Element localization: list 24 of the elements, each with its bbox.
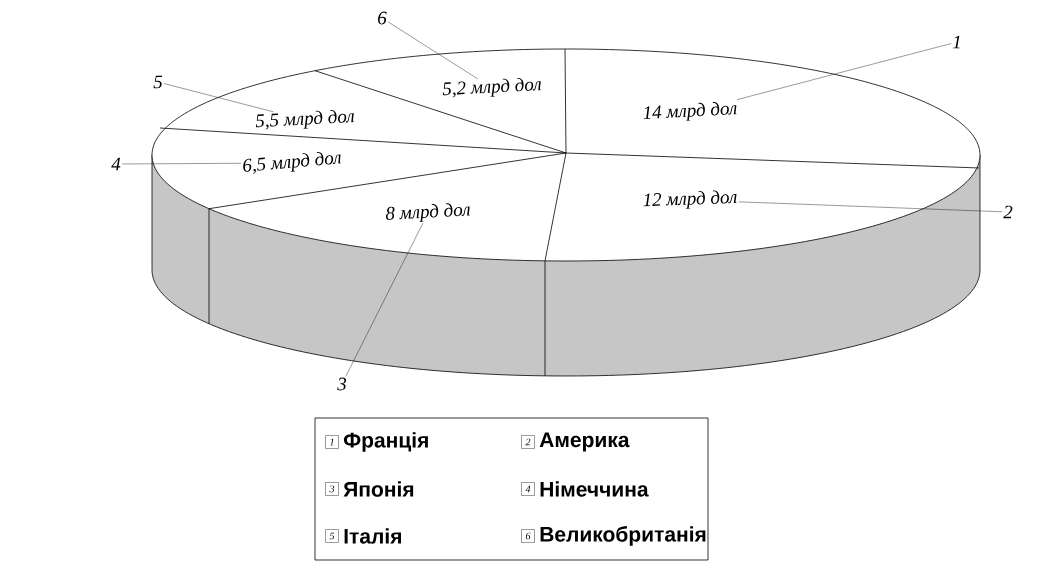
legend-label: Японія	[343, 481, 414, 497]
callout-number: 2	[1003, 205, 1013, 219]
legend-label: Німеччина	[540, 481, 649, 497]
legend-label: Америка	[539, 432, 630, 452]
slice-value: 12 млрд дол	[643, 190, 737, 209]
leader-line	[121, 163, 242, 165]
callout-number: 3	[337, 377, 347, 391]
callout-number: 4	[111, 157, 121, 171]
slice-value: 5,5 млрд дол	[255, 110, 354, 130]
slice-value: 6,5 млрд дол	[243, 152, 341, 174]
legend-label: Франція	[343, 432, 428, 452]
leader-line	[345, 222, 424, 377]
slice-value: 5,2 млрд дол	[442, 78, 541, 98]
callout-number: 5	[153, 75, 163, 89]
leader-line	[736, 43, 952, 100]
leader-line	[163, 83, 274, 113]
legend-label: Великобританія	[540, 526, 706, 546]
legend-label: Італія	[344, 528, 401, 544]
leader-line	[738, 201, 1003, 212]
slice-value: 8 млрд дол	[385, 203, 470, 223]
slice-value: 14 млрд дол	[643, 102, 737, 121]
callout-number: 6	[378, 11, 387, 25]
leader-line	[387, 21, 478, 80]
callout-number: 1	[952, 35, 960, 49]
